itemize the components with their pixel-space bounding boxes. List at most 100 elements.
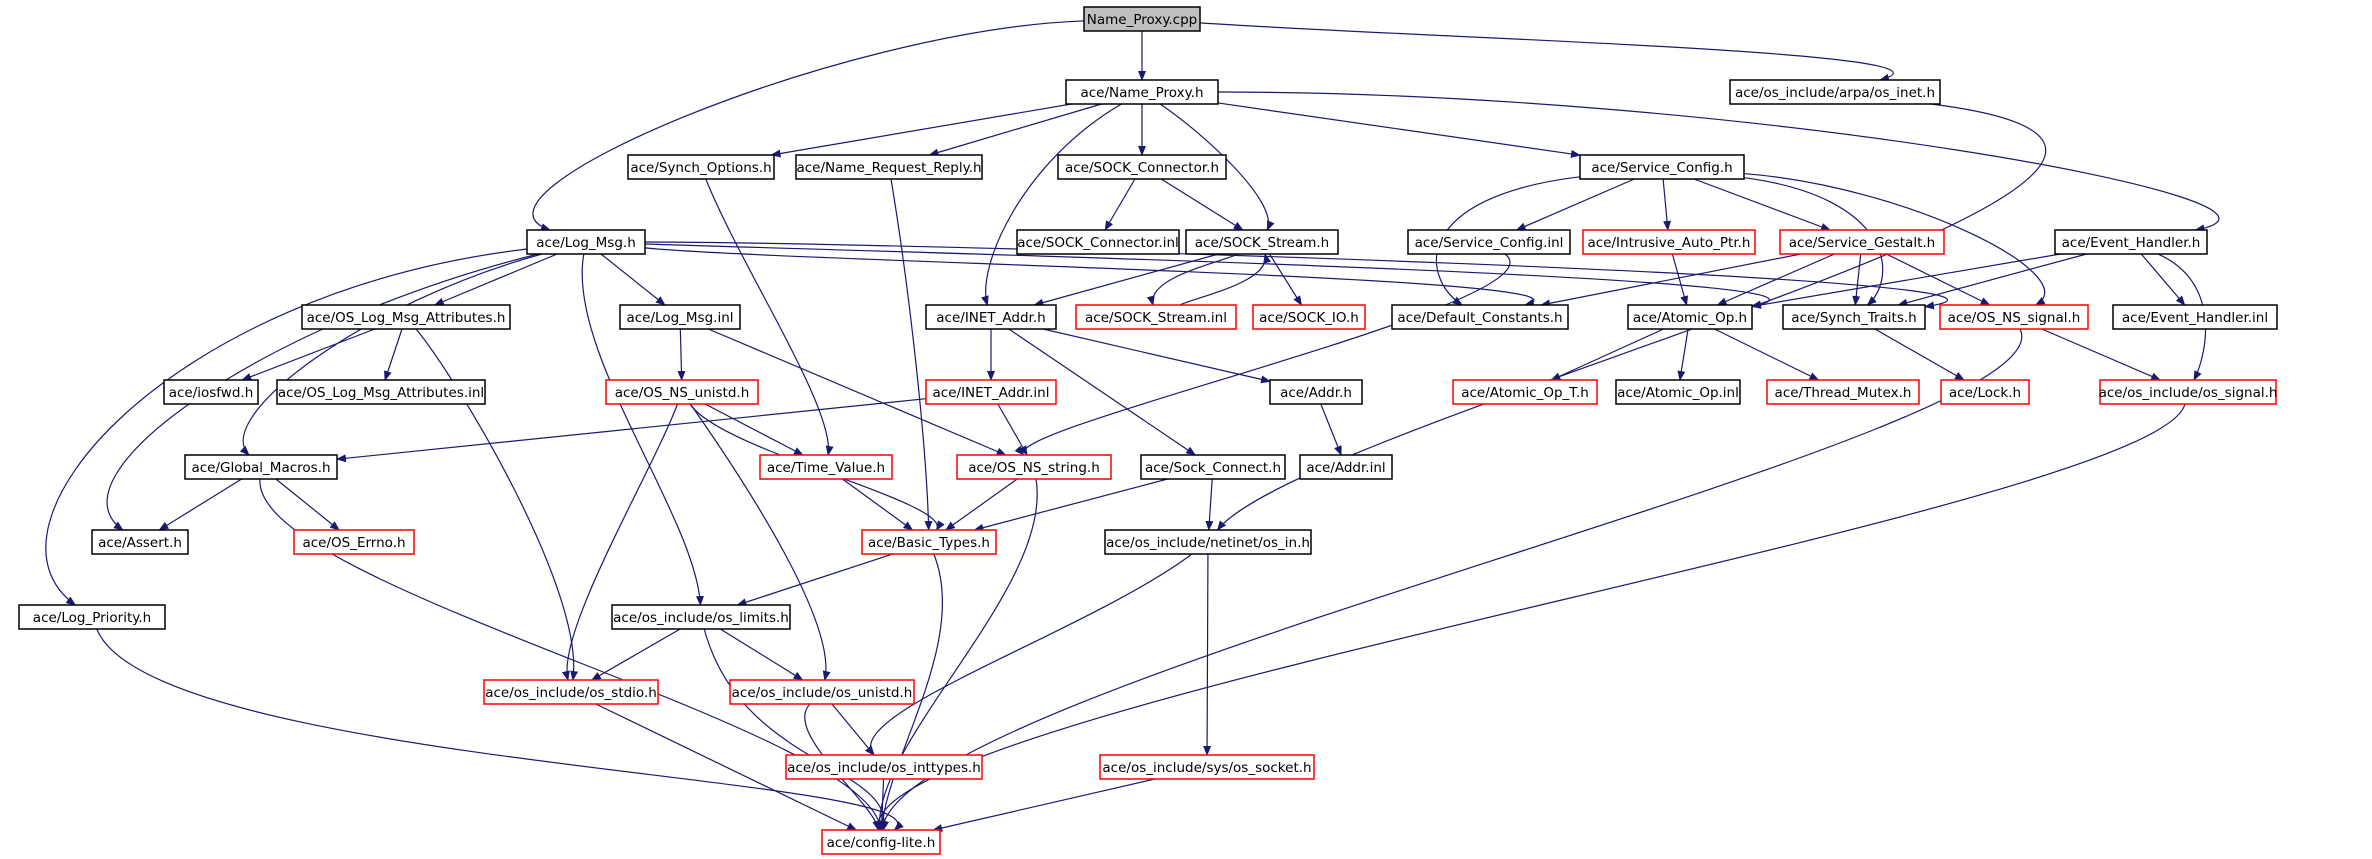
edge-log-msg-h-to-synch-traits-h: [644, 241, 1949, 310]
node-service-config-h[interactable]: ace/Service_Config.h: [1579, 154, 1745, 180]
node-box: [1075, 304, 1237, 330]
node-synch-traits-h[interactable]: ace/Synch_Traits.h: [1782, 304, 1926, 330]
node-label: ace/os_include/os_unistd.h: [732, 685, 913, 701]
node-os-log-msg-attributes-h[interactable]: ace/OS_Log_Msg_Attributes.h: [301, 304, 511, 330]
node-label: Name_Proxy.cpp: [1087, 12, 1198, 28]
node-os-inet-h[interactable]: ace/os_include/arpa/os_inet.h: [1729, 79, 1941, 105]
node-config-lite-h[interactable]: ace/config-lite.h: [821, 829, 941, 855]
node-intrusive-auto-ptr-h[interactable]: ace/Intrusive_Auto_Ptr.h: [1582, 229, 1756, 255]
edge-log-priority-h-to-config-lite-h: [96, 628, 904, 831]
node-os-in-h[interactable]: ace/os_include/netinet/os_in.h: [1104, 529, 1312, 555]
node-label: ace/Assert.h: [98, 535, 182, 551]
node-label: ace/os_include/os_inttypes.h: [787, 760, 981, 776]
node-label: ace/Event_Handler.inl: [2122, 310, 2268, 326]
node-service-config-inl[interactable]: ace/Service_Config.inl: [1407, 229, 1571, 255]
node-os-limits-h[interactable]: ace/os_include/os_limits.h: [611, 604, 791, 630]
node-box: [611, 604, 791, 630]
node-log-msg-inl[interactable]: ace/Log_Msg.inl: [619, 304, 741, 330]
node-label: ace/Addr.inl: [1306, 460, 1385, 476]
node-sock-connector-inl[interactable]: ace/SOCK_Connector.inl: [1016, 229, 1180, 255]
node-atomic-op-h[interactable]: ace/Atomic_Op.h: [1627, 304, 1753, 330]
node-log-priority-h[interactable]: ace/Log_Priority.h: [18, 604, 166, 630]
node-synch-options-h[interactable]: ace/Synch_Options.h: [627, 154, 775, 180]
node-default-constants-h[interactable]: ace/Default_Constants.h: [1391, 304, 1569, 330]
node-label: ace/Atomic_Op_T.h: [1461, 385, 1589, 401]
node-label: ace/Service_Config.h: [1591, 160, 1732, 176]
edge-service-gestalt-h-to-default-constants-h: [1540, 253, 1801, 308]
edge-os-in-h-to-os-inttypes-h: [865, 553, 1193, 756]
node-box: [301, 304, 511, 330]
node-event-handler-inl[interactable]: ace/Event_Handler.inl: [2112, 304, 2278, 330]
node-os-socket-h[interactable]: ace/os_include/sys/os_socket.h: [1099, 754, 1315, 780]
node-box: [795, 154, 983, 180]
edge-os-in-h-to-os-socket-h: [1203, 553, 1212, 756]
edge-os-inttypes-h-to-config-lite-h: [877, 778, 886, 831]
node-os-ns-signal-h[interactable]: ace/OS_NS_signal.h: [1939, 304, 2089, 330]
node-sock-stream-h[interactable]: ace/SOCK_Stream.h: [1185, 229, 1339, 255]
node-os-unistd-h[interactable]: ace/os_include/os_unistd.h: [729, 679, 915, 705]
node-os-log-msg-attributes-inl[interactable]: ace/OS_Log_Msg_Attributes.inl: [276, 379, 486, 405]
edge-name-proxy-cpp-to-log-msg-h: [532, 20, 1085, 231]
edge-intrusive-auto-ptr-h-to-atomic-op-h: [1671, 253, 1689, 306]
edge-event-handler-h-to-atomic-op-h: [1751, 253, 2061, 309]
edge-addr-h-to-addr-inl: [1320, 403, 1342, 456]
node-label: ace/OS_Errno.h: [302, 535, 405, 551]
node-box: [1140, 454, 1286, 480]
node-box: [1729, 79, 1941, 105]
node-atomic-op-inl[interactable]: ace/Atomic_Op.inl: [1615, 379, 1741, 405]
node-name-proxy-cpp[interactable]: Name_Proxy.cpp: [1083, 6, 1201, 32]
node-service-gestalt-h[interactable]: ace/Service_Gestalt.h: [1779, 229, 1945, 255]
node-inet-addr-h[interactable]: ace/INET_Addr.h: [925, 304, 1057, 330]
node-global-macros-h[interactable]: ace/Global_Macros.h: [184, 454, 338, 480]
node-iosfwd-h[interactable]: ace/iosfwd.h: [163, 379, 259, 405]
node-lock-h[interactable]: ace/Lock.h: [1940, 379, 2030, 405]
node-label: ace/Addr.h: [1280, 385, 1352, 401]
node-os-ns-string-h[interactable]: ace/OS_NS_string.h: [956, 454, 1112, 480]
edge-global-macros-h-to-config-lite-h: [259, 478, 885, 831]
node-box: [729, 679, 915, 705]
node-label: ace/SOCK_Connector.inl: [1017, 235, 1179, 251]
node-name-proxy-h[interactable]: ace/Name_Proxy.h: [1065, 79, 1219, 105]
edge-os-ns-unistd-h-to-time-value-h: [704, 403, 804, 456]
node-basic-types-h[interactable]: ace/Basic_Types.h: [861, 529, 997, 555]
edge-time-value-h-to-basic-types-h: [842, 478, 914, 531]
node-os-ns-unistd-h[interactable]: ace/OS_NS_unistd.h: [605, 379, 759, 405]
node-name-request-reply-h[interactable]: ace/Name_Request_Reply.h: [795, 154, 983, 180]
node-label: ace/Thread_Mutex.h: [1775, 385, 1912, 401]
edge-service-config-h-to-service-gestalt-h: [1693, 178, 1831, 231]
edge-os-unistd-h-to-os-inttypes-h: [831, 703, 875, 756]
edge-os-limits-h-to-os-stdio-h: [590, 628, 681, 681]
node-event-handler-h[interactable]: ace/Event_Handler.h: [2054, 229, 2208, 255]
edge-global-macros-h-to-os-errno-h: [275, 478, 340, 531]
node-os-inttypes-h[interactable]: ace/os_include/os_inttypes.h: [785, 754, 983, 780]
node-sock-connect-h[interactable]: ace/Sock_Connect.h: [1140, 454, 1286, 480]
node-sock-connector-h[interactable]: ace/SOCK_Connector.h: [1057, 154, 1227, 180]
edge-atomic-op-h-to-atomic-op-inl: [1677, 328, 1689, 381]
node-label: ace/OS_NS_unistd.h: [615, 385, 750, 401]
node-box: [18, 604, 166, 630]
node-addr-inl[interactable]: ace/Addr.inl: [1299, 454, 1393, 480]
edge-log-msg-h-to-log-priority-h: [45, 248, 528, 606]
node-box: [605, 379, 759, 405]
node-time-value-h[interactable]: ace/Time_Value.h: [759, 454, 893, 480]
node-label: ace/Default_Constants.h: [1397, 310, 1562, 326]
node-atomic-op-t-h[interactable]: ace/Atomic_Op_T.h: [1452, 379, 1598, 405]
node-box: [861, 529, 997, 555]
node-log-msg-h[interactable]: ace/Log_Msg.h: [526, 229, 646, 255]
node-thread-mutex-h[interactable]: ace/Thread_Mutex.h: [1766, 379, 1920, 405]
node-os-signal-h[interactable]: ace/os_include/os_signal.h: [2099, 379, 2278, 405]
node-os-errno-h[interactable]: ace/OS_Errno.h: [293, 529, 415, 555]
node-label: ace/Log_Msg.inl: [626, 310, 733, 326]
node-box: [1579, 154, 1745, 180]
node-sock-stream-inl[interactable]: ace/SOCK_Stream.inl: [1075, 304, 1237, 330]
node-assert-h[interactable]: ace/Assert.h: [91, 529, 189, 555]
node-sock-io-h[interactable]: ace/SOCK_IO.h: [1252, 304, 1366, 330]
edge-atomic-op-h-to-thread-mutex-h: [1714, 328, 1820, 381]
node-box: [925, 379, 1057, 405]
node-addr-h[interactable]: ace/Addr.h: [1269, 379, 1363, 405]
node-label: ace/SOCK_Connector.h: [1065, 160, 1219, 176]
edge-event-handler-h-to-synch-traits-h: [1897, 253, 2087, 307]
node-os-stdio-h[interactable]: ace/os_include/os_stdio.h: [483, 679, 659, 705]
node-inet-addr-inl[interactable]: ace/INET_Addr.inl: [925, 379, 1057, 405]
edge-log-msg-h-to-atomic-op-h: [644, 243, 1770, 309]
